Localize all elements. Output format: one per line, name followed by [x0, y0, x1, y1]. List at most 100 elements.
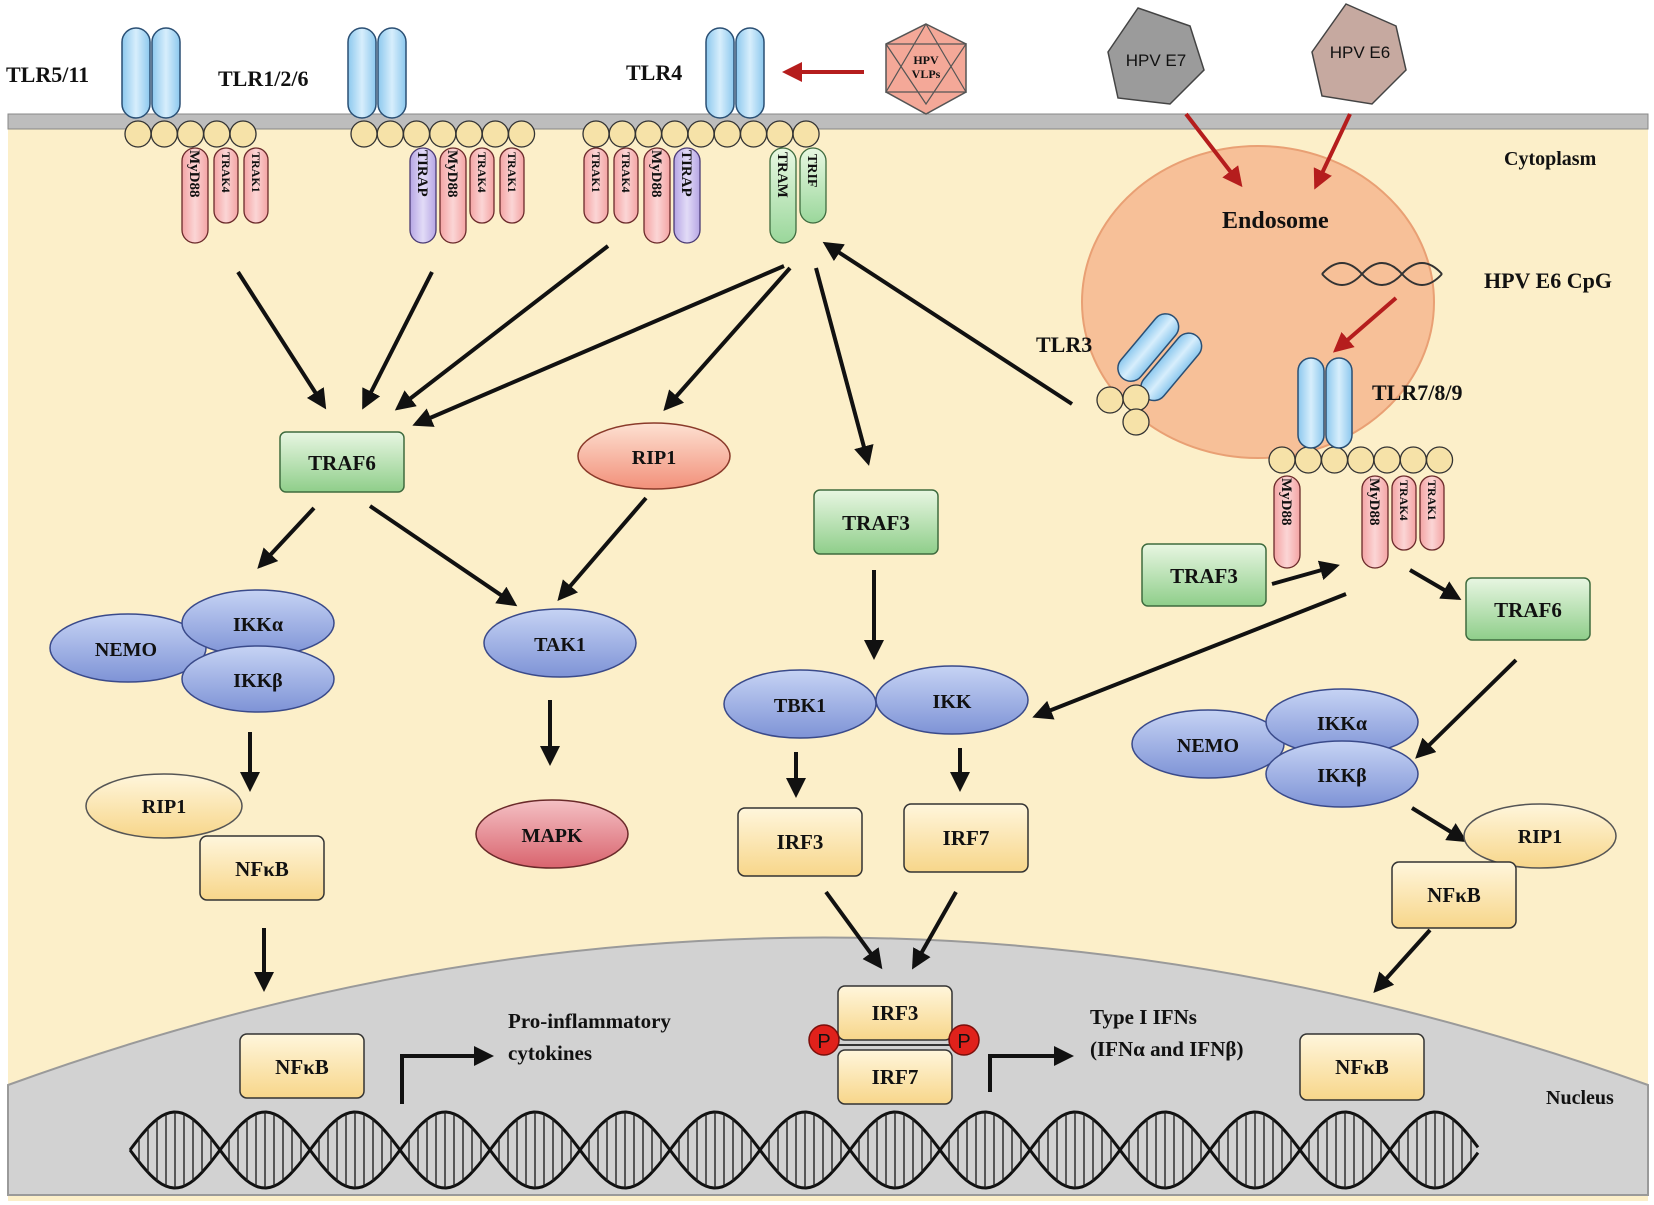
nfkb-nucleus-right-label: NFκB	[1335, 1055, 1389, 1079]
adaptor-label: TRAK4	[1397, 480, 1411, 521]
bead	[429, 120, 457, 148]
phospho-label: P	[817, 1031, 830, 1053]
hpv-e6-cpg-label: HPV E6 CpG	[1484, 268, 1612, 293]
hpv-vlps-label: VLPs	[912, 67, 941, 81]
adaptors-tlr5: MyD88 TRAK4 TRAK1	[181, 147, 269, 244]
rip1-right	[1463, 803, 1617, 869]
bead	[124, 120, 152, 148]
tlr7-8-9-receptor	[1297, 357, 1353, 449]
pro-inflammatory-label: Pro-inflammatory	[508, 1009, 671, 1033]
ikk	[875, 665, 1029, 735]
transcription-arrow-left	[400, 1046, 494, 1104]
bead	[1399, 446, 1427, 474]
traf6-left-box	[279, 431, 405, 493]
tlr7-8-9-label: TLR7/8/9	[1372, 380, 1462, 405]
rip1-left	[85, 773, 243, 839]
bead	[608, 120, 636, 148]
e7-to-endosome-arrow	[1184, 112, 1243, 188]
tlr3-bead	[1122, 384, 1150, 412]
adaptor-label: TRAK1	[1425, 480, 1439, 521]
rip1-mid	[577, 422, 731, 490]
irf7-label: IRF7	[943, 826, 990, 850]
bead	[713, 120, 741, 148]
bead	[739, 120, 768, 148]
type1-ifns-label: Type I IFNs	[1090, 1005, 1197, 1029]
bead	[1294, 446, 1322, 474]
nfkb-nucleus-left-label: NFκB	[275, 1055, 329, 1079]
tlr1-2-6-receptor	[347, 27, 407, 119]
phospho-left	[808, 1024, 840, 1056]
adaptors-tlr789: MyD88 MyD88 TRAK4 TRAK1	[1273, 475, 1445, 569]
bead	[766, 120, 794, 148]
bead	[229, 120, 257, 148]
traf6-left-label: TRAF6	[308, 451, 376, 475]
ikkb-right-label: IKKβ	[1317, 765, 1366, 787]
adaptor-label: TRAK4	[219, 152, 233, 193]
traf3-right-box	[1141, 543, 1267, 607]
adaptor-label: TRAM	[774, 152, 790, 198]
adaptors-tlr4-myd88: TRAK1 TRAK4 MyD88 TIRAP	[583, 147, 701, 244]
bead	[1425, 446, 1454, 474]
bead	[203, 120, 231, 148]
tlr3-receptor	[1117, 313, 1203, 402]
tbk1-label: TBK1	[774, 695, 826, 717]
nfkb-right-label: NFκB	[1427, 883, 1481, 907]
traf3-right-label: TRAF3	[1170, 564, 1238, 588]
ikkb-left-label: IKKβ	[233, 670, 282, 692]
adaptor-label: TRAK1	[249, 152, 263, 193]
ikka-left-label: IKKα	[233, 614, 283, 636]
bead	[507, 120, 536, 148]
traf3-mid-box	[813, 489, 939, 555]
irf7-nucleus-label: IRF7	[872, 1065, 919, 1089]
cytokines-label: cytokines	[508, 1041, 592, 1065]
adaptor-label: MyD88	[1366, 478, 1382, 526]
signal-arrows	[236, 241, 1518, 993]
adaptor-label: TRAK4	[619, 152, 633, 193]
adaptor-label: TRAK4	[475, 152, 489, 193]
adaptor-label: MyD88	[1278, 478, 1294, 526]
nfkb-left-box	[199, 835, 325, 901]
nfkb-right-box	[1391, 861, 1517, 929]
irf3-box	[737, 807, 863, 877]
irf3-nucleus-label: IRF3	[872, 1001, 919, 1025]
nfkb-left-label: NFκB	[235, 857, 289, 881]
adaptor-label: TRAK1	[505, 152, 519, 193]
traf6-right-label: TRAF6	[1494, 598, 1562, 622]
ifn-alpha-beta-label: (IFNα and IFNβ)	[1090, 1037, 1243, 1061]
ikkb-right	[1265, 740, 1419, 808]
nfkb-nucleus-right-box	[1299, 1033, 1425, 1101]
bead	[792, 120, 820, 148]
e6-to-endosome-arrow	[1313, 113, 1352, 190]
phospho-label: P	[957, 1031, 970, 1053]
adaptor-label: MyD88	[648, 150, 664, 198]
irf3-nucleus-box	[837, 985, 953, 1041]
tlr5-11-receptor	[121, 27, 181, 119]
cpg-dna-icon	[1321, 262, 1443, 286]
adaptor-label: MyD88	[444, 150, 460, 198]
bead	[634, 120, 663, 148]
tlr3-bead	[1122, 408, 1150, 436]
ikka-right-label: IKKα	[1317, 713, 1367, 735]
ikk-label: IKK	[933, 691, 972, 713]
irf3-label: IRF3	[777, 830, 824, 854]
phospho-right	[948, 1024, 980, 1056]
adaptor-label: TIRAP	[678, 150, 694, 197]
cytoplasm-label: Cytoplasm	[1504, 148, 1597, 170]
tak1-label: TAK1	[534, 634, 586, 656]
tlr1-2-6-label: TLR1/2/6	[218, 66, 308, 91]
bead	[1320, 446, 1349, 474]
rip1-mid-label: RIP1	[632, 447, 676, 469]
nfkb-nucleus-left-box	[239, 1033, 365, 1099]
cpg-to-tlr789-arrow	[1332, 296, 1398, 353]
hpv-vlps-icon: HPV VLPs	[884, 23, 968, 115]
bead	[661, 120, 689, 148]
adaptor-label: MyD88	[186, 150, 202, 198]
endosome-label: Endosome	[1222, 208, 1329, 234]
bead	[1268, 446, 1296, 474]
bead	[176, 120, 205, 148]
bead	[687, 120, 715, 148]
bead	[455, 120, 483, 148]
mapk	[475, 799, 629, 869]
dna-helix	[128, 1110, 1480, 1190]
